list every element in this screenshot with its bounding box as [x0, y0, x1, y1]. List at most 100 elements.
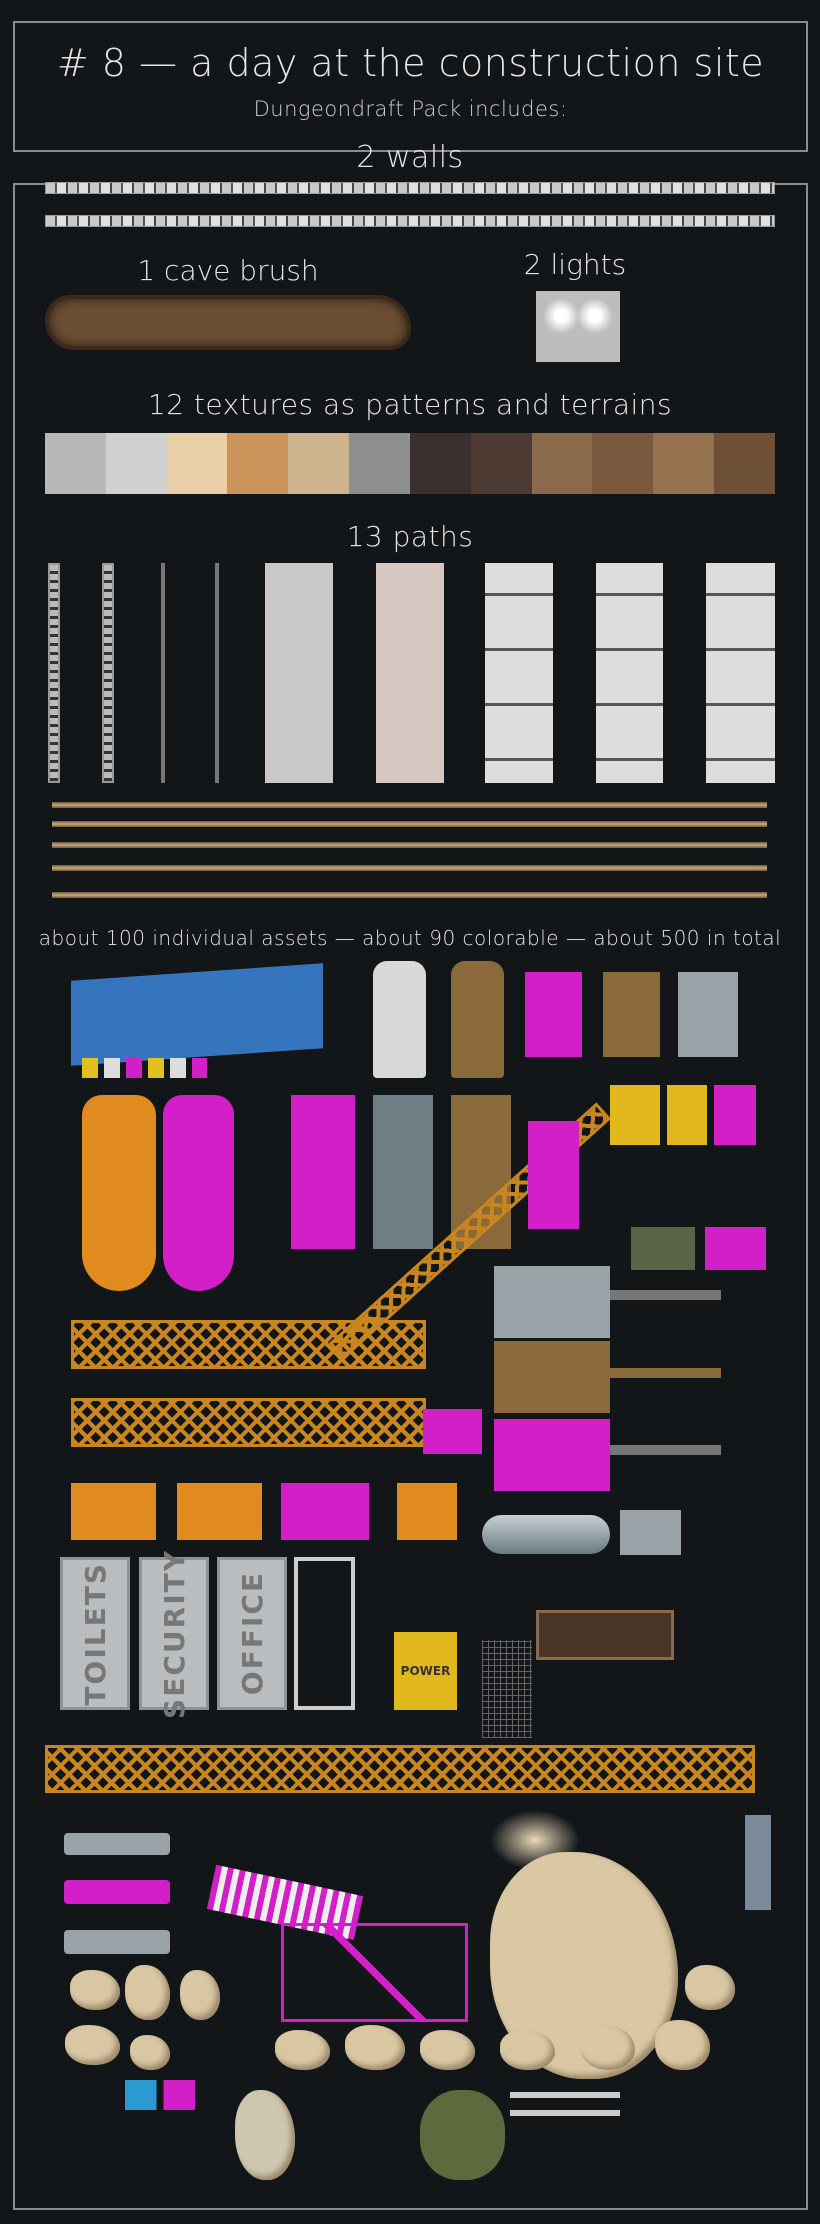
- crane-truck-magenta: [528, 1121, 579, 1229]
- excavator-grey: [494, 1266, 610, 1338]
- security-label: SECURITY: [157, 1548, 191, 1719]
- path-floorplan-2: [596, 563, 663, 783]
- office-label: OFFICE: [235, 1571, 269, 1696]
- walls-heading: 2 walls: [356, 140, 464, 175]
- textures-heading: 12 textures as patterns and terrains: [147, 388, 673, 421]
- container-office: OFFICE: [217, 1557, 287, 1710]
- frame: [294, 1557, 355, 1710]
- tank-truck-cab: [620, 1510, 681, 1555]
- texture-swatch-2: [105, 433, 167, 494]
- texture-swatch-9: [531, 433, 593, 494]
- mixer-orange: [82, 1095, 156, 1291]
- cave-brush-sample: [45, 295, 411, 350]
- texture-swatch-1: [45, 433, 106, 494]
- trench: [536, 1610, 674, 1660]
- texture-swatch-6: [349, 433, 410, 494]
- roller-rusty: [603, 972, 660, 1057]
- lift-yellow-2: [667, 1085, 707, 1145]
- wall-1: [45, 182, 775, 194]
- lift-yellow-1: [610, 1085, 660, 1145]
- texture-swatch-10: [592, 433, 654, 494]
- excavator-rusty: [494, 1341, 610, 1413]
- crane-cab-magenta: [423, 1409, 482, 1454]
- small-vehicle-magenta: [705, 1227, 766, 1270]
- rock-6: [275, 2030, 330, 2070]
- grids: [482, 1640, 532, 1738]
- helmets: [82, 1058, 207, 1078]
- rock-2: [125, 1965, 170, 2020]
- mixer-magenta: [163, 1095, 234, 1291]
- rock-11: [655, 2020, 710, 2070]
- lift-magenta: [714, 1085, 756, 1145]
- path-chain-1: [48, 563, 60, 783]
- path-horizontal-2: [52, 821, 767, 827]
- bulldozer-2: [177, 1483, 262, 1540]
- bulldozer-4: [397, 1483, 457, 1540]
- signs: [125, 2080, 195, 2110]
- small-vehicle-green: [631, 1227, 695, 1270]
- pickup-rusty: [451, 961, 504, 1078]
- path-horizontal-4: [52, 865, 767, 871]
- texture-swatch-4: [227, 433, 289, 494]
- texture-swatch-3: [166, 433, 228, 494]
- header-box: # 8 — a day at the construction site Dun…: [13, 21, 808, 152]
- rubble: [235, 2090, 295, 2180]
- crane-horizontal-1: [71, 1320, 426, 1369]
- path-floorplan-1: [485, 563, 553, 783]
- pipe-grey-2: [64, 1930, 170, 1954]
- path-floorplan-3: [706, 563, 775, 783]
- rock-5: [130, 2035, 170, 2070]
- girders: [745, 1815, 771, 1910]
- bush-pile: [420, 2090, 505, 2180]
- texture-swatch-5: [288, 433, 350, 494]
- pipe-grey-1: [64, 1833, 170, 1855]
- page-subtitle: Dungeondraft Pack includes:: [253, 97, 568, 121]
- path-horizontal-5: [52, 892, 767, 898]
- path-horizontal-1: [52, 802, 767, 808]
- rock-12: [685, 1965, 735, 2010]
- tank: [482, 1515, 610, 1554]
- texture-swatch-12: [714, 433, 775, 494]
- crane-long: [45, 1745, 755, 1793]
- toilets-label: TOILETS: [78, 1561, 112, 1706]
- rock-8: [420, 2030, 475, 2070]
- excavator-magenta: [494, 1419, 610, 1491]
- rock-4: [65, 2025, 120, 2065]
- path-concrete: [265, 563, 333, 783]
- path-rod-1: [161, 563, 165, 783]
- bulldozer-3: [281, 1483, 369, 1540]
- crane-horizontal-2: [71, 1398, 426, 1447]
- lights-sample: [536, 291, 620, 362]
- container-security: SECURITY: [139, 1549, 209, 1718]
- bulldozer-1: [71, 1483, 156, 1540]
- pipe-magenta: [64, 1880, 170, 1904]
- scaffolding-magenta: [281, 1923, 468, 2022]
- path-chain-2: [102, 563, 114, 783]
- textures-strip: [45, 433, 775, 494]
- rock-7: [345, 2025, 405, 2070]
- power-generator: POWER: [394, 1632, 457, 1710]
- dump-truck-grey: [373, 1095, 433, 1249]
- path-rod-2: [215, 563, 219, 783]
- texture-swatch-11: [653, 433, 715, 494]
- container-toilets: TOILETS: [60, 1557, 130, 1710]
- path-horizontal-3: [52, 842, 767, 848]
- rock-3: [180, 1970, 220, 2020]
- dump-truck-magenta: [291, 1095, 355, 1249]
- paths-heading: 13 paths: [346, 520, 474, 553]
- rock-1: [70, 1970, 120, 2010]
- roller-magenta: [525, 972, 582, 1057]
- wall-2: [45, 215, 775, 227]
- pickup-white: [373, 961, 426, 1078]
- texture-swatch-8: [470, 433, 532, 494]
- excavator-arms: [610, 1290, 721, 1470]
- blueprints: [71, 963, 323, 1066]
- page-title: # 8 — a day at the construction site: [56, 41, 765, 85]
- path-marble: [376, 563, 444, 783]
- assets-heading: about 100 individual assets — about 90 c…: [38, 926, 782, 950]
- cave-brush-heading: 1 cave brush: [137, 254, 319, 287]
- rock-10: [580, 2025, 635, 2070]
- rock-9: [500, 2030, 555, 2070]
- barriers: [510, 2092, 620, 2122]
- roller-grey: [678, 972, 738, 1057]
